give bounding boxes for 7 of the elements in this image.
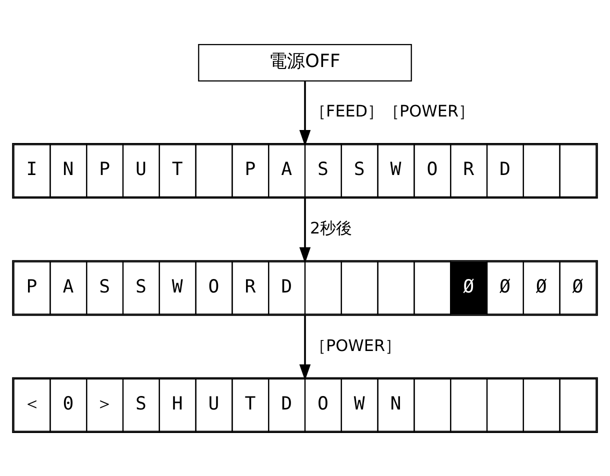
edge-label: ［FEED］［POWER］ (310, 100, 474, 120)
arrow (299, 198, 311, 263)
edge-label: ［POWER］ (310, 335, 401, 354)
node-box: 電源OFF (198, 43, 412, 82)
arrow (299, 80, 311, 146)
arrow (299, 314, 311, 380)
edge-label: 2秒後 (310, 218, 352, 238)
